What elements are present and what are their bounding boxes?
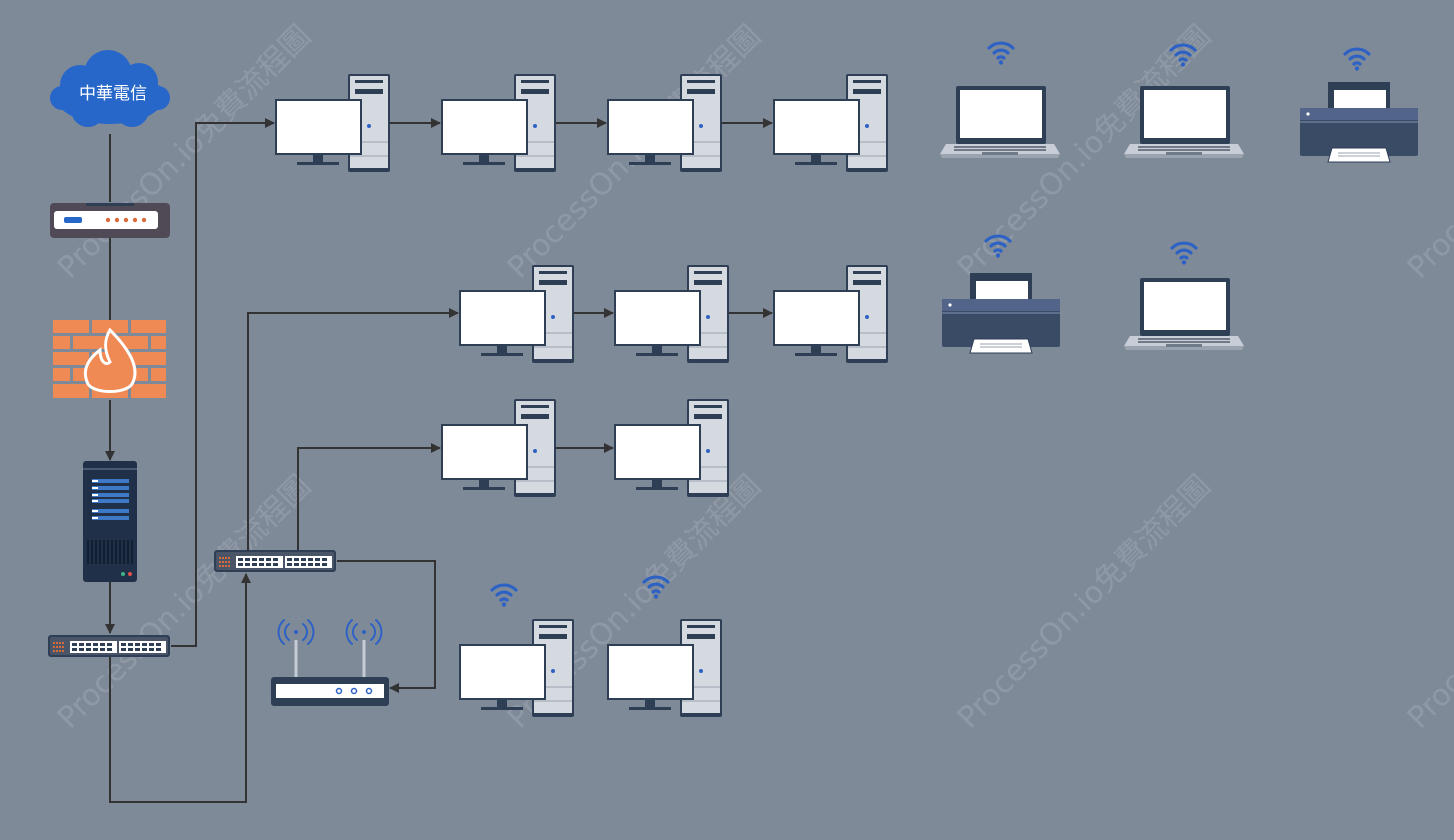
switch-icon [214, 550, 336, 572]
watermark-layer: ProcessOn.io免費流程圖 ProcessOn.io免費流程圖 Proc… [51, 19, 1454, 736]
wifi-icon [1345, 49, 1369, 71]
laptop-icon [1124, 278, 1244, 350]
cloud-icon [50, 50, 170, 127]
pc-2[interactable] [441, 74, 556, 172]
pc-4[interactable] [773, 74, 888, 172]
modem-icon [50, 203, 170, 238]
printer-1[interactable] [1300, 49, 1418, 162]
watermark-text: ProcessOn.io免費流程圖 [1401, 469, 1454, 736]
laptop-icon [940, 86, 1060, 158]
watermark-text: ProcessOn.io免費流程圖 [951, 469, 1218, 736]
wireless-router-icon [271, 619, 389, 706]
connector-layer [105, 118, 773, 803]
connector-access-switch-pc-row3 [297, 443, 441, 550]
desktop-icon [459, 265, 574, 363]
pc-8[interactable] [441, 399, 556, 497]
printer-icon [1300, 82, 1418, 162]
desktop-icon [441, 399, 556, 497]
access-switch[interactable] [214, 550, 336, 572]
isp-cloud[interactable]: 中華電信 [50, 50, 170, 127]
pc-9[interactable] [614, 399, 729, 497]
desktop-icon [441, 74, 556, 172]
pc-6[interactable] [614, 265, 729, 363]
laptop-icon [1124, 86, 1244, 158]
pc-1[interactable] [275, 74, 390, 172]
switch-icon [48, 635, 170, 657]
wifi-icon [492, 585, 516, 607]
core-switch[interactable] [48, 635, 170, 657]
wifi-icon [989, 43, 1013, 65]
connector-core-to-access-switch [109, 573, 251, 803]
wifi-router[interactable] [271, 619, 389, 706]
printer-icon [942, 273, 1060, 353]
firewall-icon [53, 320, 166, 398]
wifi-icon [1172, 243, 1196, 265]
desktop-icon [773, 265, 888, 363]
desktop-icon [773, 74, 888, 172]
connector-switch-pc-row1 [171, 118, 275, 647]
isp-cloud-label: 中華電信 [79, 84, 147, 104]
desktop-icon [614, 399, 729, 497]
desktop-icon [275, 74, 390, 172]
modem[interactable] [50, 203, 170, 238]
laptop-1[interactable] [940, 43, 1060, 158]
pc-7[interactable] [773, 265, 888, 363]
server[interactable] [83, 461, 137, 582]
pc-10[interactable] [459, 585, 574, 717]
firewall[interactable] [53, 320, 166, 398]
connector-access-switch-pc-row2 [247, 308, 459, 550]
connector-access-switch-router [337, 560, 436, 693]
laptop-3[interactable] [1124, 243, 1244, 350]
pc-5[interactable] [459, 265, 574, 363]
desktop-icon [614, 265, 729, 363]
server-icon [83, 461, 137, 582]
